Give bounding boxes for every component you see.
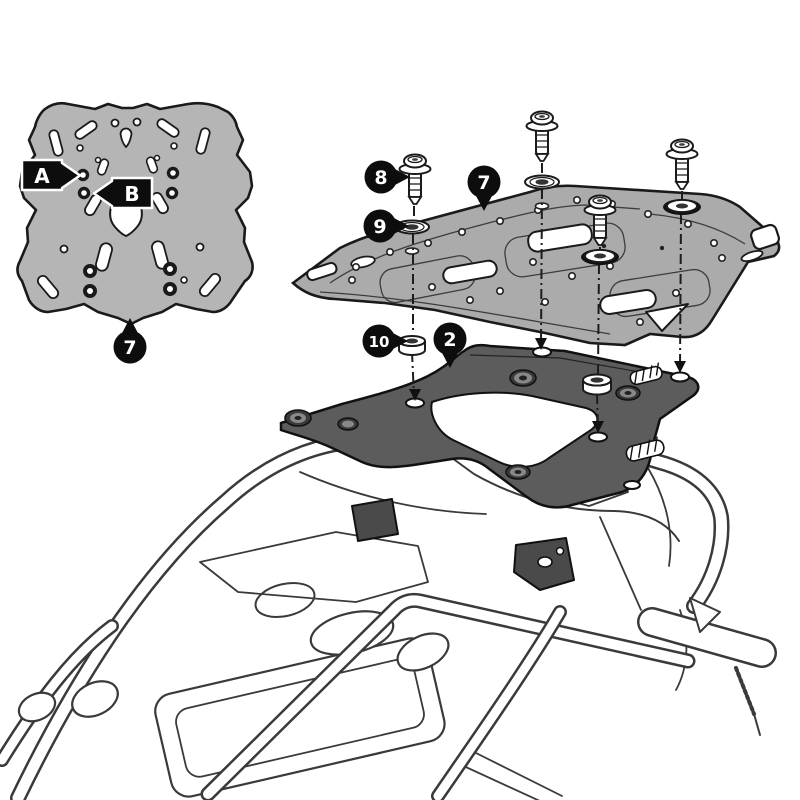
panel-oval-cutout — [396, 632, 450, 672]
bottom-view-cutouts — [36, 117, 222, 300]
rack-plate-exploded — [290, 184, 781, 347]
adapter-hatched-slot — [625, 362, 665, 462]
rack-plate-holes — [347, 196, 726, 326]
label-b-text: B — [124, 182, 139, 206]
callouts: 8 9 7 10 2 — [362, 160, 501, 368]
washer-on-plate — [581, 249, 619, 265]
label-a-text: A — [34, 164, 50, 188]
label-b: B — [92, 176, 154, 210]
hole-b — [77, 186, 91, 200]
callout-8: 8 — [364, 160, 410, 194]
rack-handle-cutout — [750, 223, 780, 251]
screw — [398, 153, 432, 205]
support-foot — [351, 498, 399, 542]
floor-panel — [154, 637, 446, 798]
assembly-arrows — [409, 338, 686, 433]
callout-2: 2 — [433, 322, 467, 368]
tube-end — [71, 680, 119, 718]
body-contour — [454, 761, 540, 800]
label-a: A — [20, 158, 82, 192]
signal-bracket — [689, 597, 721, 633]
callout-9-label: 9 — [373, 216, 386, 238]
distance-spacer — [582, 373, 612, 396]
callout-7-bottom-label: 7 — [123, 337, 136, 359]
callout-10: 10 — [362, 324, 408, 358]
callout-10-label: 10 — [369, 333, 390, 351]
fasteners — [394, 110, 701, 396]
tube-end — [17, 691, 57, 723]
washer-on-plate — [663, 199, 701, 215]
body-contour — [613, 510, 680, 542]
screw — [525, 110, 559, 162]
rack-screw-hole — [534, 202, 550, 210]
latch-panel — [199, 531, 429, 603]
callout-7-label: 7 — [477, 172, 490, 194]
rack-plate-bottom-view: A B 7 — [16, 101, 254, 364]
rack-plate-dark-dots — [601, 243, 665, 251]
callout-7-exploded: 7 — [467, 165, 501, 211]
callout-2-label: 2 — [443, 329, 456, 351]
grab-rail-tubes — [0, 430, 730, 800]
body-contour — [599, 516, 642, 611]
callout-8-label: 8 — [374, 167, 387, 189]
foot-hole — [537, 556, 553, 568]
turn-signal — [637, 597, 777, 736]
adapter-bosses — [284, 369, 641, 480]
body-contour — [647, 467, 672, 567]
screw — [665, 138, 699, 190]
signal-cable-tip — [753, 713, 761, 736]
motorcycle-tail-line-art — [0, 430, 777, 800]
washer — [524, 174, 560, 190]
assembly-centerlines — [411, 163, 683, 429]
floor-panel-inner — [175, 658, 425, 778]
bottom-view-ringed-holes — [76, 166, 180, 298]
adapter-holes — [405, 346, 690, 490]
foot-bolt — [555, 546, 565, 556]
callout-7-bottom-view: 7 — [113, 318, 147, 364]
callout-9: 9 — [363, 209, 409, 243]
body-contour — [469, 749, 563, 797]
signal-cable — [734, 666, 756, 716]
screw — [583, 194, 617, 246]
adapter-center-cutout — [430, 391, 599, 468]
adapter-contour — [469, 354, 641, 373]
panel-oval-cutout — [254, 582, 316, 618]
